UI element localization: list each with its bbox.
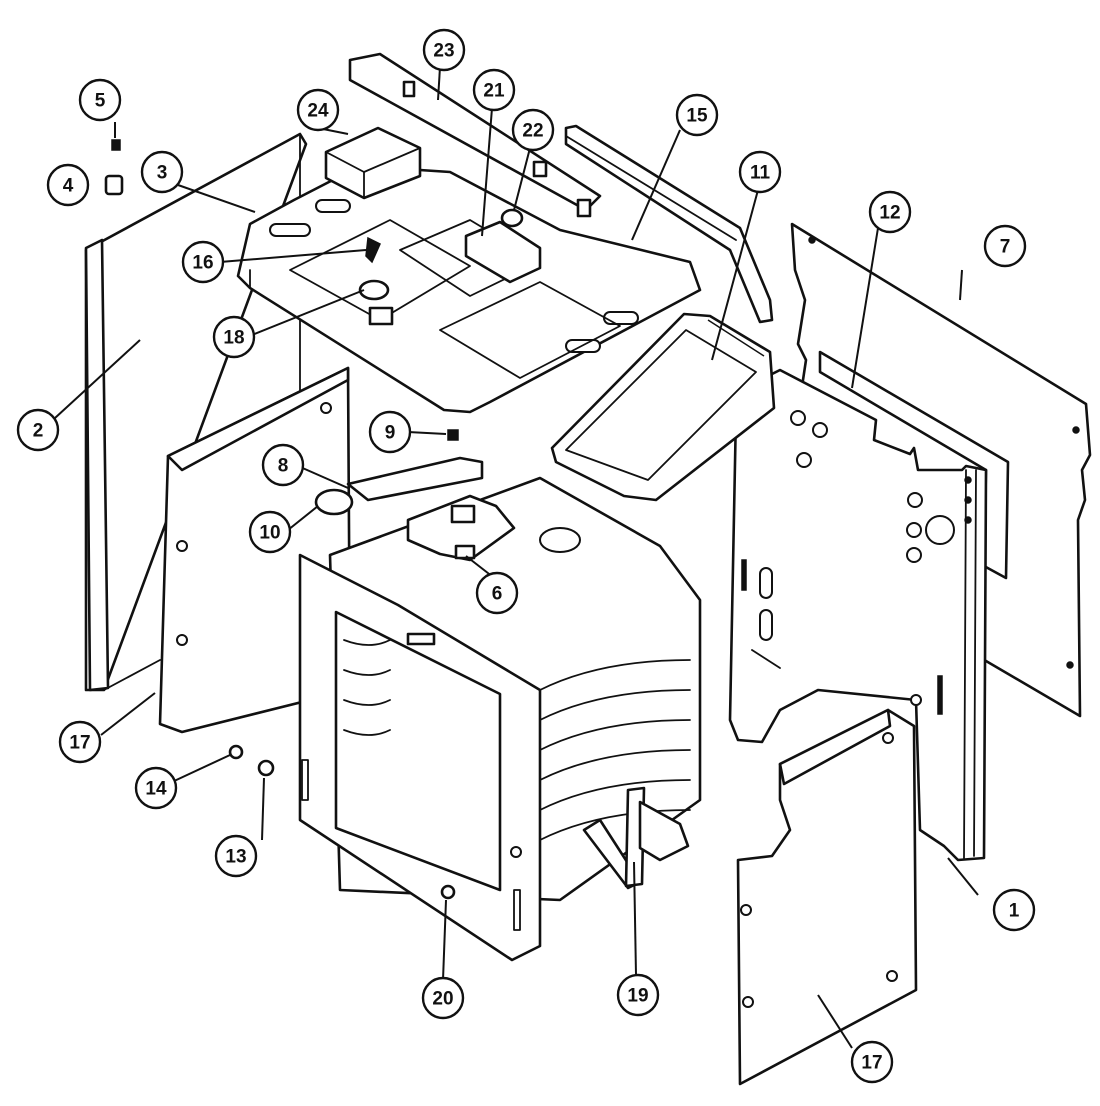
part-14-screw xyxy=(228,744,244,760)
callout-1: 1 xyxy=(992,888,1036,932)
callout-label: 11 xyxy=(750,163,771,184)
callout-label: 23 xyxy=(433,41,454,62)
callout-label: 12 xyxy=(879,203,900,224)
callout-4: 4 xyxy=(46,163,90,207)
part-16-clip xyxy=(365,236,381,264)
callout-label: 5 xyxy=(95,91,106,112)
part-11-tray xyxy=(550,312,776,502)
callout-22: 22 xyxy=(511,108,555,152)
callout-label: 8 xyxy=(278,456,289,477)
callout-label: 4 xyxy=(63,176,74,197)
part-4-clip xyxy=(104,174,124,196)
callout-10: 10 xyxy=(248,510,292,554)
part-23-rear-rail xyxy=(348,52,602,218)
part-15-channel xyxy=(564,124,774,324)
part-9-screw xyxy=(447,429,459,441)
callout-label: 13 xyxy=(225,847,246,868)
callout-8: 8 xyxy=(261,443,305,487)
callout-label: 10 xyxy=(259,523,280,544)
callout-label: 22 xyxy=(522,121,543,142)
callout-20: 20 xyxy=(421,976,465,1020)
callout-label: 24 xyxy=(307,101,329,122)
callout-label: 9 xyxy=(385,423,396,444)
part-21-bracket xyxy=(464,220,542,284)
callout-label: 1 xyxy=(1009,901,1020,922)
callout-label: 17 xyxy=(861,1053,882,1074)
part-13-nut xyxy=(257,759,275,777)
callout-label: 2 xyxy=(33,421,44,442)
callout-24: 24 xyxy=(296,88,340,132)
callout-label: 21 xyxy=(483,81,505,102)
leader-lines xyxy=(54,66,979,1049)
oven-front-frame xyxy=(298,553,542,962)
callout-21: 21 xyxy=(472,68,516,112)
part-19-hinge xyxy=(582,786,690,890)
part-5-screw xyxy=(111,139,121,151)
callout-13: 13 xyxy=(214,834,258,878)
callout-label: 19 xyxy=(627,986,648,1007)
callout-14: 14 xyxy=(134,766,178,810)
callout-19: 19 xyxy=(616,973,660,1017)
callout-label: 7 xyxy=(1000,237,1011,258)
part-1-right-side-panel xyxy=(728,368,988,862)
callout-7: 7 xyxy=(983,224,1027,268)
callout-12: 12 xyxy=(868,190,912,234)
callout-label: 15 xyxy=(686,106,708,127)
callout-16: 16 xyxy=(181,240,225,284)
callout-17b: 17 xyxy=(850,1040,894,1084)
callout-17a: 17 xyxy=(58,720,102,764)
part-18-thermostat xyxy=(358,279,394,326)
part-24-box xyxy=(324,126,422,200)
part-17-right-lower-panel xyxy=(736,708,918,1086)
callout-label: 6 xyxy=(492,584,503,605)
callout-2: 2 xyxy=(16,408,60,452)
callout-11: 11 xyxy=(738,150,782,194)
callout-9: 9 xyxy=(368,410,412,454)
part-10-cap xyxy=(314,488,354,516)
callout-23: 23 xyxy=(422,28,466,72)
part-6-bracket xyxy=(406,494,516,562)
callout-3: 3 xyxy=(140,150,184,194)
part-22-grommet xyxy=(500,208,524,228)
part-8-igniter xyxy=(346,456,484,502)
callout-label: 18 xyxy=(223,328,244,349)
callout-label: 3 xyxy=(157,163,168,184)
callout-label: 20 xyxy=(432,989,453,1010)
callout-5: 5 xyxy=(78,78,122,122)
callout-18: 18 xyxy=(212,315,256,359)
callout-label: 14 xyxy=(145,779,167,800)
callout-15: 15 xyxy=(675,93,719,137)
part-20-screw xyxy=(440,884,456,900)
callout-6: 6 xyxy=(475,571,519,615)
callout-label: 16 xyxy=(192,253,213,274)
callout-label: 17 xyxy=(69,733,90,754)
